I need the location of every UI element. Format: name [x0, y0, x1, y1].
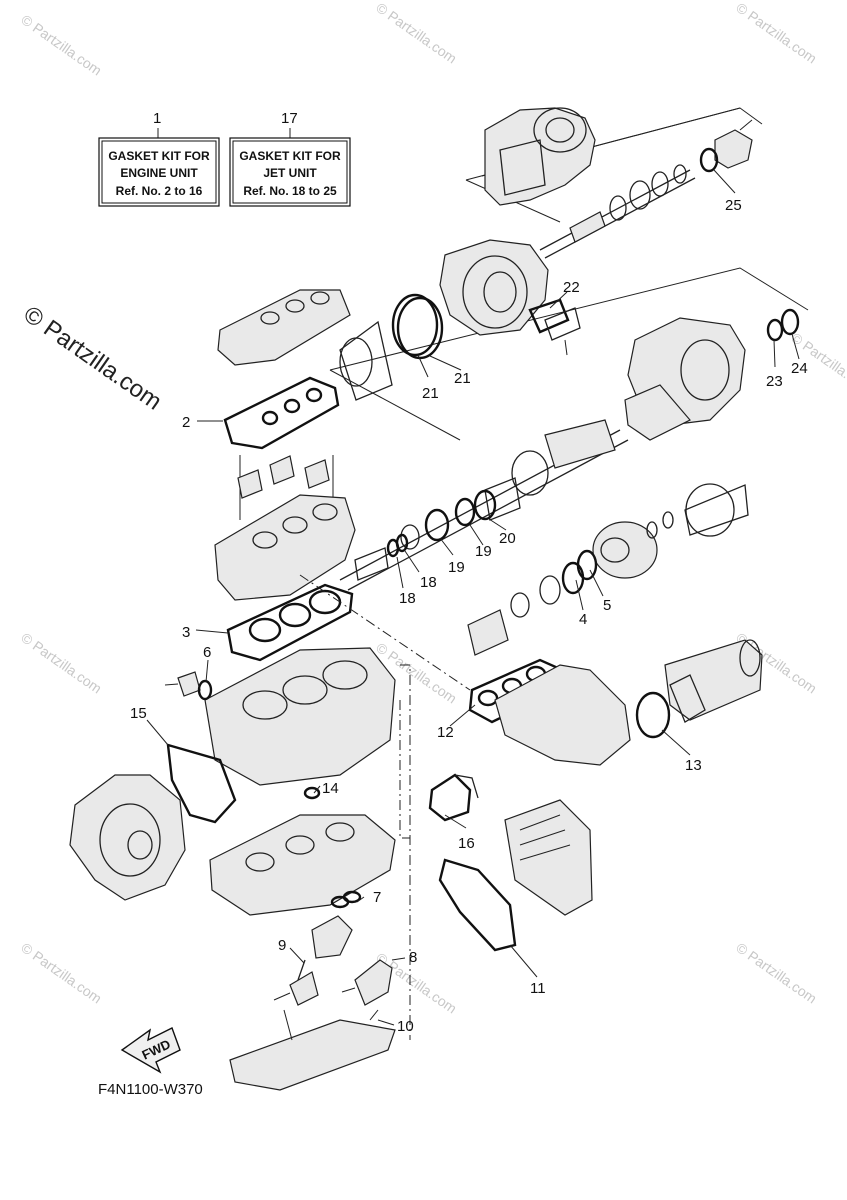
callout-25: 25 — [725, 197, 742, 214]
callout-6: 6 — [203, 644, 211, 661]
watermark: © Partzilla.com — [18, 11, 104, 78]
callout-labels: 2 3 4 5 6 7 8 9 10 11 12 13 14 15 16 18 … — [130, 197, 808, 1035]
kit-label-engine: 1 GASKET KIT FOR ENGINE UNIT Ref. No. 2 … — [98, 110, 220, 207]
watermark: © Partzilla.com — [733, 939, 819, 1006]
callout-24: 24 — [791, 360, 808, 377]
callout-22: 22 — [563, 279, 580, 296]
callout-9: 9 — [278, 937, 286, 954]
kit-title: GASKET KIT FOR — [239, 149, 341, 163]
diagram-code: F4N1100-W370 — [98, 1081, 203, 1098]
callout-19b: 19 — [475, 543, 492, 560]
callout-4: 4 — [579, 611, 587, 628]
callout-23: 23 — [766, 373, 783, 390]
callout-13: 13 — [685, 757, 702, 774]
callout-number: 17 — [281, 110, 298, 127]
kit-ref: Ref. No. 2 to 16 — [116, 184, 203, 198]
fwd-arrow: FWD — [120, 1027, 181, 1074]
kit-ref: Ref. No. 18 to 25 — [243, 184, 337, 198]
callout-number: 1 — [153, 110, 161, 127]
kit-unit: JET UNIT — [263, 166, 317, 180]
jet-unit-group — [329, 107, 809, 656]
watermark: © Partzilla.com — [18, 629, 104, 696]
callout-16: 16 — [458, 835, 475, 852]
callout-7: 7 — [373, 889, 381, 906]
watermark: © Partzilla.com — [373, 0, 459, 67]
callout-5: 5 — [603, 597, 611, 614]
callout-12: 12 — [437, 724, 454, 741]
leader-lines — [146, 169, 800, 1026]
kit-label-jet: 17 GASKET KIT FOR JET UNIT Ref. No. 18 t… — [229, 110, 351, 207]
callout-18a: 18 — [399, 590, 416, 607]
kit-title: GASKET KIT FOR — [108, 149, 210, 163]
callout-19a: 19 — [448, 559, 465, 576]
callout-21a: 21 — [422, 385, 439, 402]
callout-10: 10 — [397, 1018, 414, 1035]
side-watermark: © Partzilla.com — [19, 301, 167, 416]
callout-2: 2 — [182, 414, 190, 431]
callout-14: 14 — [322, 780, 339, 797]
callout-11: 11 — [530, 980, 546, 997]
kit-unit: ENGINE UNIT — [120, 166, 198, 180]
callout-8: 8 — [409, 949, 417, 966]
callout-15: 15 — [130, 705, 147, 722]
callout-3: 3 — [182, 624, 190, 641]
callout-20: 20 — [499, 530, 516, 547]
watermark: © Partzilla.com — [18, 939, 104, 1006]
watermark: © Partzilla.com — [733, 0, 819, 67]
engine-unit-group — [69, 289, 763, 1091]
callout-21b: 21 — [454, 370, 471, 387]
callout-18b: 18 — [420, 574, 437, 591]
